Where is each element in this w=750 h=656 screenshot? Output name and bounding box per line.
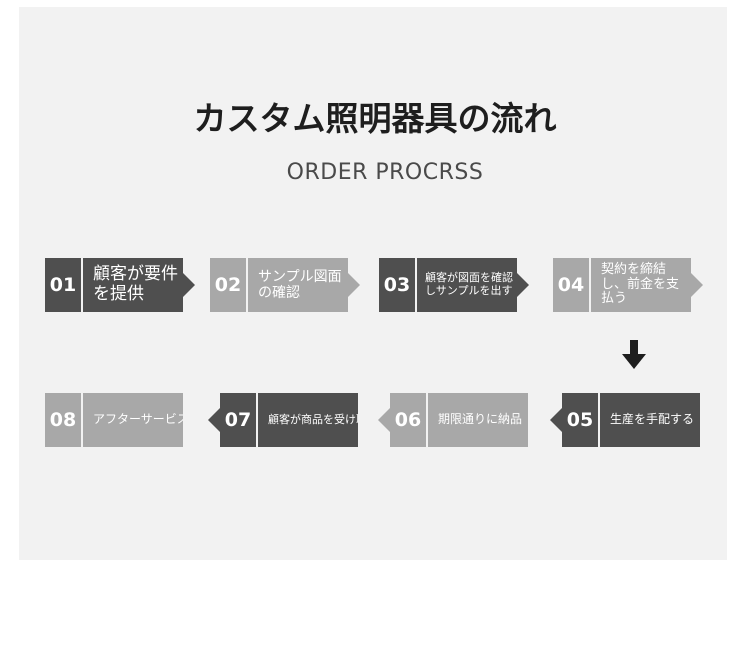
step-03: 03 顧客が図面を確認しサンプルを出す bbox=[379, 258, 517, 312]
step-divider bbox=[598, 393, 600, 447]
step-number: 07 bbox=[220, 393, 256, 447]
arrow-right-icon bbox=[691, 273, 703, 297]
step-divider bbox=[415, 258, 417, 312]
arrow-right-icon bbox=[183, 273, 195, 297]
step-divider bbox=[589, 258, 591, 312]
step-number: 05 bbox=[562, 393, 598, 447]
step-number: 08 bbox=[45, 393, 81, 447]
step-divider bbox=[81, 393, 83, 447]
step-number: 03 bbox=[379, 258, 415, 312]
step-number: 01 bbox=[45, 258, 81, 312]
step-01: 01 顧客が要件を提供 bbox=[45, 258, 183, 312]
arrow-left-icon bbox=[378, 408, 390, 432]
step-06: 06 期限通りに納品 bbox=[390, 393, 528, 447]
step-label: アフターサービス bbox=[83, 393, 183, 447]
arrow-right-icon bbox=[517, 273, 529, 297]
arrow-left-icon bbox=[208, 408, 220, 432]
step-divider bbox=[246, 258, 248, 312]
diagram-subtitle: ORDER PROCRSS bbox=[286, 160, 484, 185]
step-label: サンプル図面の確認 bbox=[248, 258, 348, 312]
step-divider bbox=[81, 258, 83, 312]
step-07: 07 顧客が商品を受け取る bbox=[220, 393, 358, 447]
step-label: 顧客が要件を提供 bbox=[83, 258, 183, 312]
step-08: 08 アフターサービス bbox=[45, 393, 183, 447]
step-number: 06 bbox=[390, 393, 426, 447]
step-number: 02 bbox=[210, 258, 246, 312]
arrow-left-icon bbox=[550, 408, 562, 432]
arrow-down-icon bbox=[622, 340, 646, 369]
step-number: 04 bbox=[553, 258, 589, 312]
step-label: 生産を手配する bbox=[600, 393, 700, 447]
step-label: 期限通りに納品 bbox=[428, 393, 528, 447]
step-divider bbox=[426, 393, 428, 447]
arrow-right-icon bbox=[348, 273, 360, 297]
step-02: 02 サンプル図面の確認 bbox=[210, 258, 348, 312]
step-label: 契約を締結し、前金を支払う bbox=[591, 258, 691, 312]
step-04: 04 契約を締結し、前金を支払う bbox=[553, 258, 691, 312]
step-label: 顧客が図面を確認しサンプルを出す bbox=[417, 258, 517, 312]
step-divider bbox=[256, 393, 258, 447]
step-label: 顧客が商品を受け取る bbox=[258, 393, 358, 447]
step-05: 05 生産を手配する bbox=[562, 393, 700, 447]
diagram-title: カスタム照明器具の流れ bbox=[193, 99, 557, 138]
